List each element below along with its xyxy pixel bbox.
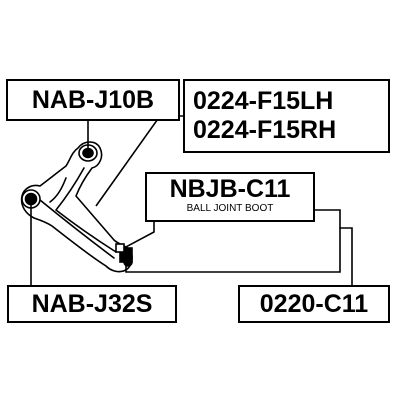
part-number-nab-j10b: NAB-J10B [31, 85, 155, 114]
part-label-0220-c11: 0220-C11 [238, 285, 390, 323]
leader-0220-c11-box [315, 209, 341, 228]
part-number-0224-f15rh: 0224-F15RH [193, 116, 337, 144]
control-arm-body [20, 141, 133, 273]
part-number-0220-c11: 0220-C11 [259, 289, 369, 318]
part-label-nbjb-c11: NBJB-C11 BALL JOINT BOOT [145, 172, 315, 222]
part-number-nab-j32s: NAB-J32S [31, 289, 153, 318]
leader-0220-c11 [125, 227, 353, 285]
part-number-nbjb-c11: NBJB-C11 [169, 175, 291, 203]
part-description-nbjb-c11: BALL JOINT BOOT [186, 203, 274, 214]
part-label-0224-f15: 0224-F15LH 0224-F15RH [183, 79, 390, 153]
part-number-0224-f15lh: 0224-F15LH [193, 87, 334, 115]
control-arm-edge [39, 199, 115, 259]
control-arm-rib [55, 167, 117, 253]
control-arm-rib-2 [49, 177, 67, 203]
ball-joint [115, 243, 133, 267]
leader-nbjb-c11 [123, 222, 155, 249]
part-label-nab-j32s: NAB-J32S [7, 285, 177, 323]
part-label-nab-j10b: NAB-J10B [6, 79, 180, 121]
control-arm-illustration [20, 141, 133, 273]
